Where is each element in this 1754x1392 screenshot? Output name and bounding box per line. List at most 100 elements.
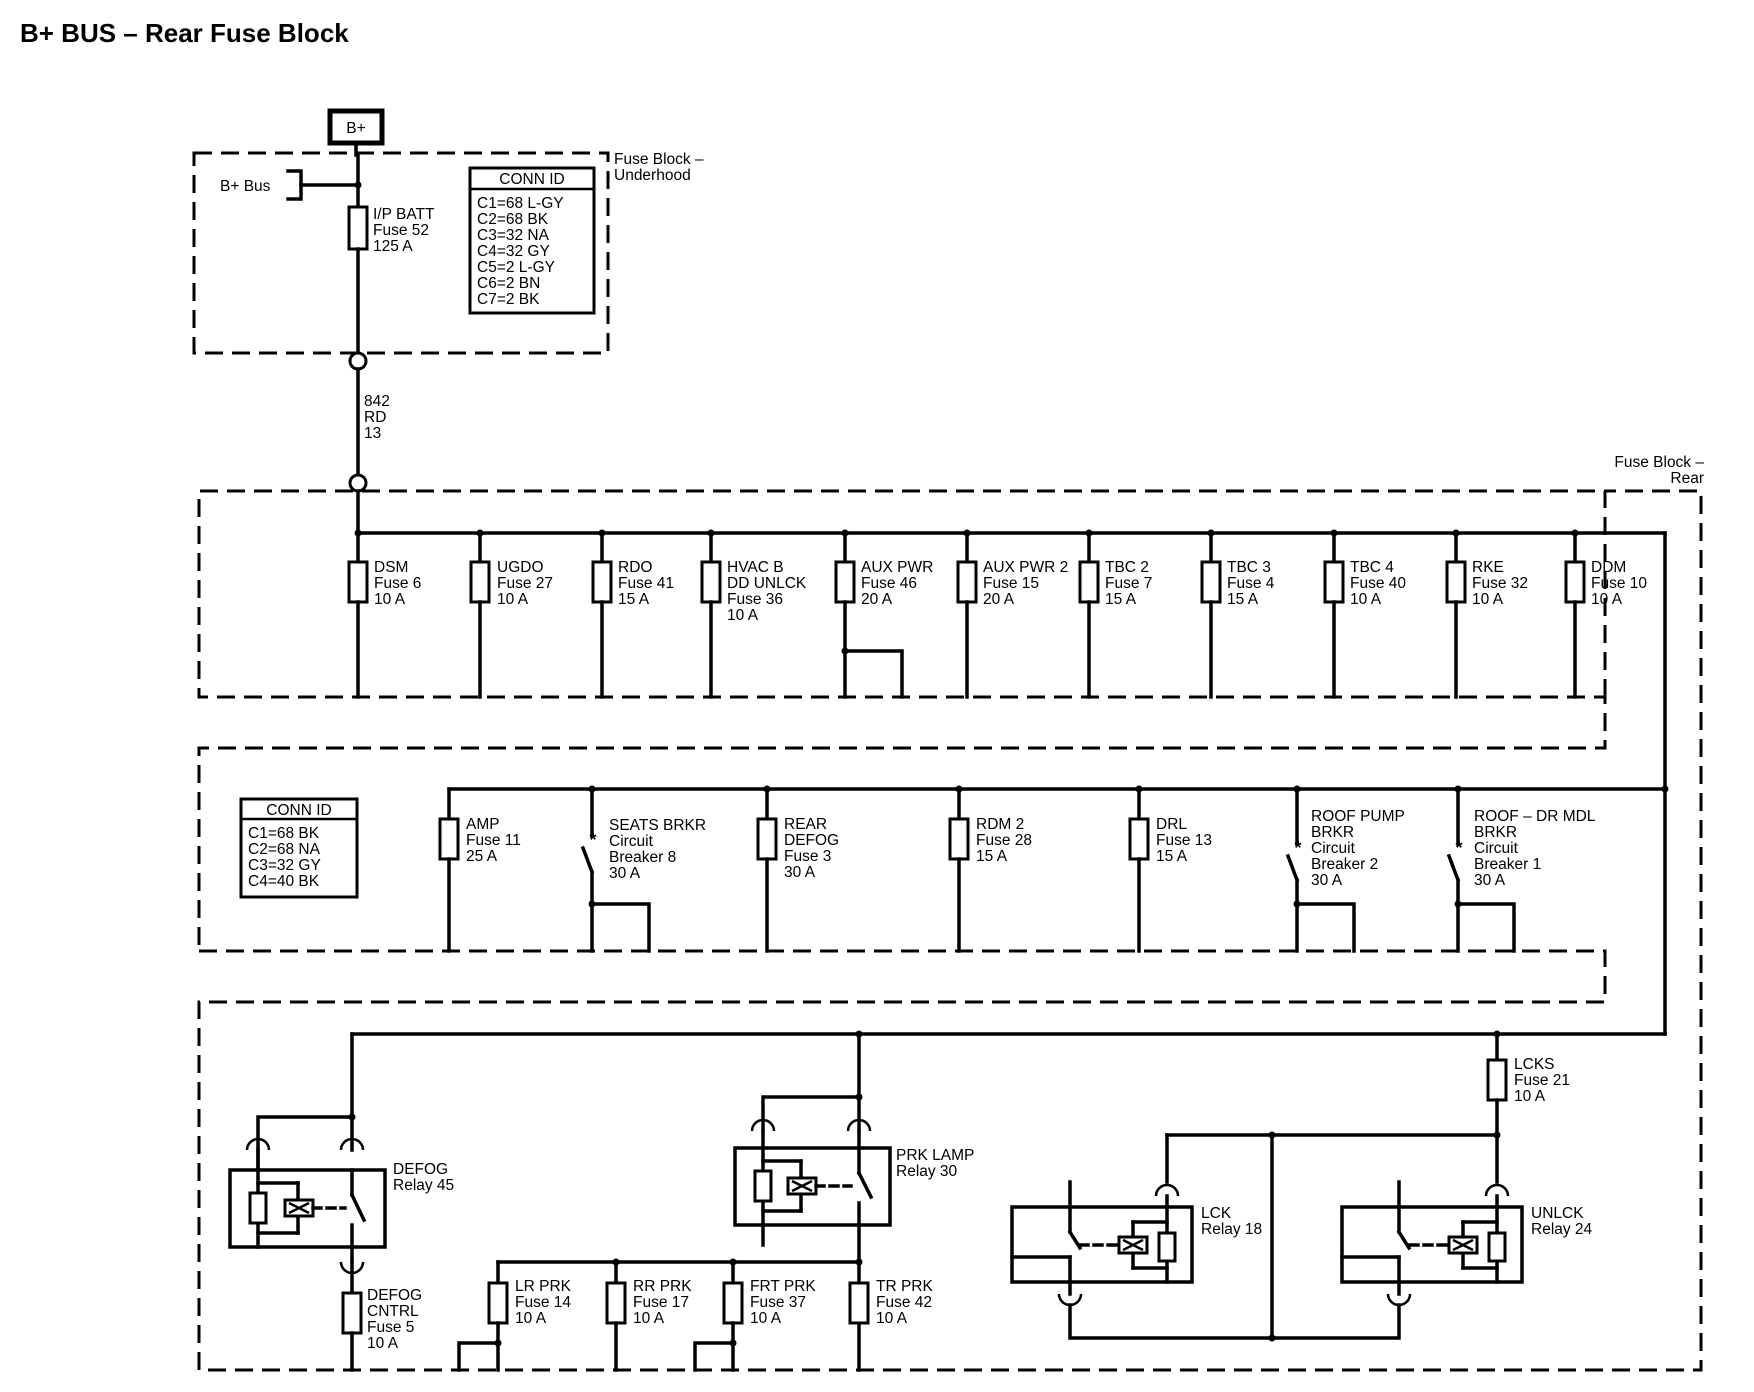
fuse-label: REAR xyxy=(784,816,827,833)
fuse-label: Fuse 37 xyxy=(750,1294,806,1311)
fuse-label: Fuse 5 xyxy=(367,1319,414,1336)
conn-id-row: C4=32 GY xyxy=(477,243,550,260)
fuse xyxy=(438,817,460,861)
fuse-label: DDM xyxy=(1591,559,1626,576)
unlck-relay: UNLCK Relay 24 xyxy=(1340,1180,1593,1307)
fuse-label: TBC 2 xyxy=(1105,559,1149,576)
fuse-label: 10 A xyxy=(1350,591,1382,608)
fuse xyxy=(1445,560,1467,604)
fuse xyxy=(700,560,722,604)
fuse xyxy=(948,817,970,861)
underhood-block-label: Fuse Block – xyxy=(614,151,704,168)
fuse-label: Fuse 41 xyxy=(618,575,674,592)
conn-id-row: C4=40 BK xyxy=(248,873,320,890)
fuse xyxy=(1564,560,1586,604)
fuse-label: 10 A xyxy=(1591,591,1623,608)
fuse-label: Fuse 6 xyxy=(374,575,421,592)
breaker-label: Circuit xyxy=(1474,840,1519,857)
defog-relay: DEFOG Relay 45 xyxy=(228,1113,454,1275)
conn-id-row: C3=32 NA xyxy=(477,227,550,244)
fuse-label: Fuse 15 xyxy=(983,575,1039,592)
fuse-label: DEFOG xyxy=(367,1287,422,1304)
fuse-label: LR PRK xyxy=(515,1278,572,1295)
underhood-fuse-block-boundary xyxy=(192,151,610,355)
conn-id-row: C3=32 GY xyxy=(248,857,321,874)
b-plus-bus-label: B+ Bus xyxy=(220,178,271,195)
fuse-label: Fuse 17 xyxy=(633,1294,689,1311)
relay-label: LCK xyxy=(1201,1205,1232,1222)
breaker-label: 30 A xyxy=(609,865,641,882)
fuse-label: Fuse 14 xyxy=(515,1294,571,1311)
fuse-label: 10 A xyxy=(367,1335,399,1352)
rear-block-label-2: Rear xyxy=(1670,470,1704,487)
fuse-label: HVAC B xyxy=(727,559,784,576)
fuse-label: RDM 2 xyxy=(976,816,1024,833)
fuse xyxy=(469,560,491,604)
breaker-label: BRKR xyxy=(1311,824,1354,841)
fuse xyxy=(341,1291,363,1335)
breaker-label: Breaker 1 xyxy=(1474,856,1541,873)
rear-conn-id-table: CONN ID C1=68 BK C2=68 NA C3=32 GY C4=40… xyxy=(239,797,359,899)
relay-label: Relay 18 xyxy=(1201,1221,1262,1238)
fuse xyxy=(605,1281,627,1325)
conn-id-row: C2=68 NA xyxy=(248,841,321,858)
underhood-conn-id-table: CONN ID C1=68 L-GY C2=68 BK C3=32 NA C4=… xyxy=(468,166,596,315)
fuse xyxy=(347,560,369,604)
fuse-label: DSM xyxy=(374,559,408,576)
fuse-label: 10 A xyxy=(633,1310,665,1327)
fuse-label: Fuse 21 xyxy=(1514,1072,1570,1089)
fuse xyxy=(956,560,978,604)
conn-id-row: C6=2 BN xyxy=(477,275,540,292)
page-title: B+ BUS – Rear Fuse Block xyxy=(20,18,349,48)
breaker-label: 30 A xyxy=(1474,872,1506,889)
svg-text:*: * xyxy=(589,830,596,850)
fuse-label: Fuse 40 xyxy=(1350,575,1406,592)
fuse-label: Fuse 46 xyxy=(861,575,917,592)
fuse xyxy=(487,1281,509,1325)
fuse xyxy=(1323,560,1345,604)
conn-id-row: C2=68 BK xyxy=(477,211,549,228)
fuse-label: DEFOG xyxy=(784,832,839,849)
connector-terminal xyxy=(348,351,368,371)
fuse-label: 20 A xyxy=(861,591,893,608)
fuse-label: 30 A xyxy=(784,864,816,881)
conn-id-header: CONN ID xyxy=(266,802,331,819)
fuse xyxy=(1200,560,1222,604)
fuse-label: 10 A xyxy=(1472,591,1504,608)
relay-label: Relay 24 xyxy=(1531,1221,1593,1238)
fuse-label: 10 A xyxy=(515,1310,547,1327)
fuse-label: Fuse 28 xyxy=(976,832,1032,849)
fuse-label: TBC 4 xyxy=(1350,559,1394,576)
breaker-label: SEATS BRKR xyxy=(609,817,706,834)
fuse-label: TBC 3 xyxy=(1227,559,1271,576)
fuse-label: Fuse 32 xyxy=(1472,575,1528,592)
prk-fuses: LR PRK Fuse 14 10 A RR PRK Fuse 17 10 A … xyxy=(457,1258,934,1372)
fuse-label: 15 A xyxy=(1156,848,1188,865)
breaker-label: 30 A xyxy=(1311,872,1343,889)
prk-lamp-relay: PRK LAMP Relay 30 xyxy=(733,1032,974,1372)
b-plus-source: B+ xyxy=(327,108,385,146)
conn-id-row: C1=68 BK xyxy=(248,825,320,842)
row2-devices: AMP Fuse 11 25 A * SEATS BRKR Circuit Br… xyxy=(438,785,1596,953)
fuse-label: Fuse 11 xyxy=(466,832,521,849)
rear-block-label: Fuse Block – xyxy=(1614,454,1704,471)
fuse-label: 15 A xyxy=(618,591,650,608)
fuse-label: 15 A xyxy=(976,848,1008,865)
fuse xyxy=(848,1281,870,1325)
ip-batt-fuse-label-1: Fuse 52 xyxy=(373,222,429,239)
feed-wire-label: 842 xyxy=(364,393,390,410)
fuse-label: LCKS xyxy=(1514,1056,1555,1073)
fuse xyxy=(756,817,778,861)
underhood-block-label-2: Underhood xyxy=(614,167,691,184)
fuse-label: 15 A xyxy=(1227,591,1259,608)
relay-label: Relay 30 xyxy=(896,1163,958,1180)
fuse-label: 10 A xyxy=(750,1310,782,1327)
conn-id-row: C5=2 L-GY xyxy=(477,259,555,276)
fuse xyxy=(591,560,613,604)
fuse-label: Fuse 13 xyxy=(1156,832,1212,849)
breaker-label: ROOF – DR MDL xyxy=(1474,808,1596,825)
fuse-label: DD UNLCK xyxy=(727,575,807,592)
fuse-label: RDO xyxy=(618,559,652,576)
relay-label: DEFOG xyxy=(393,1161,448,1178)
